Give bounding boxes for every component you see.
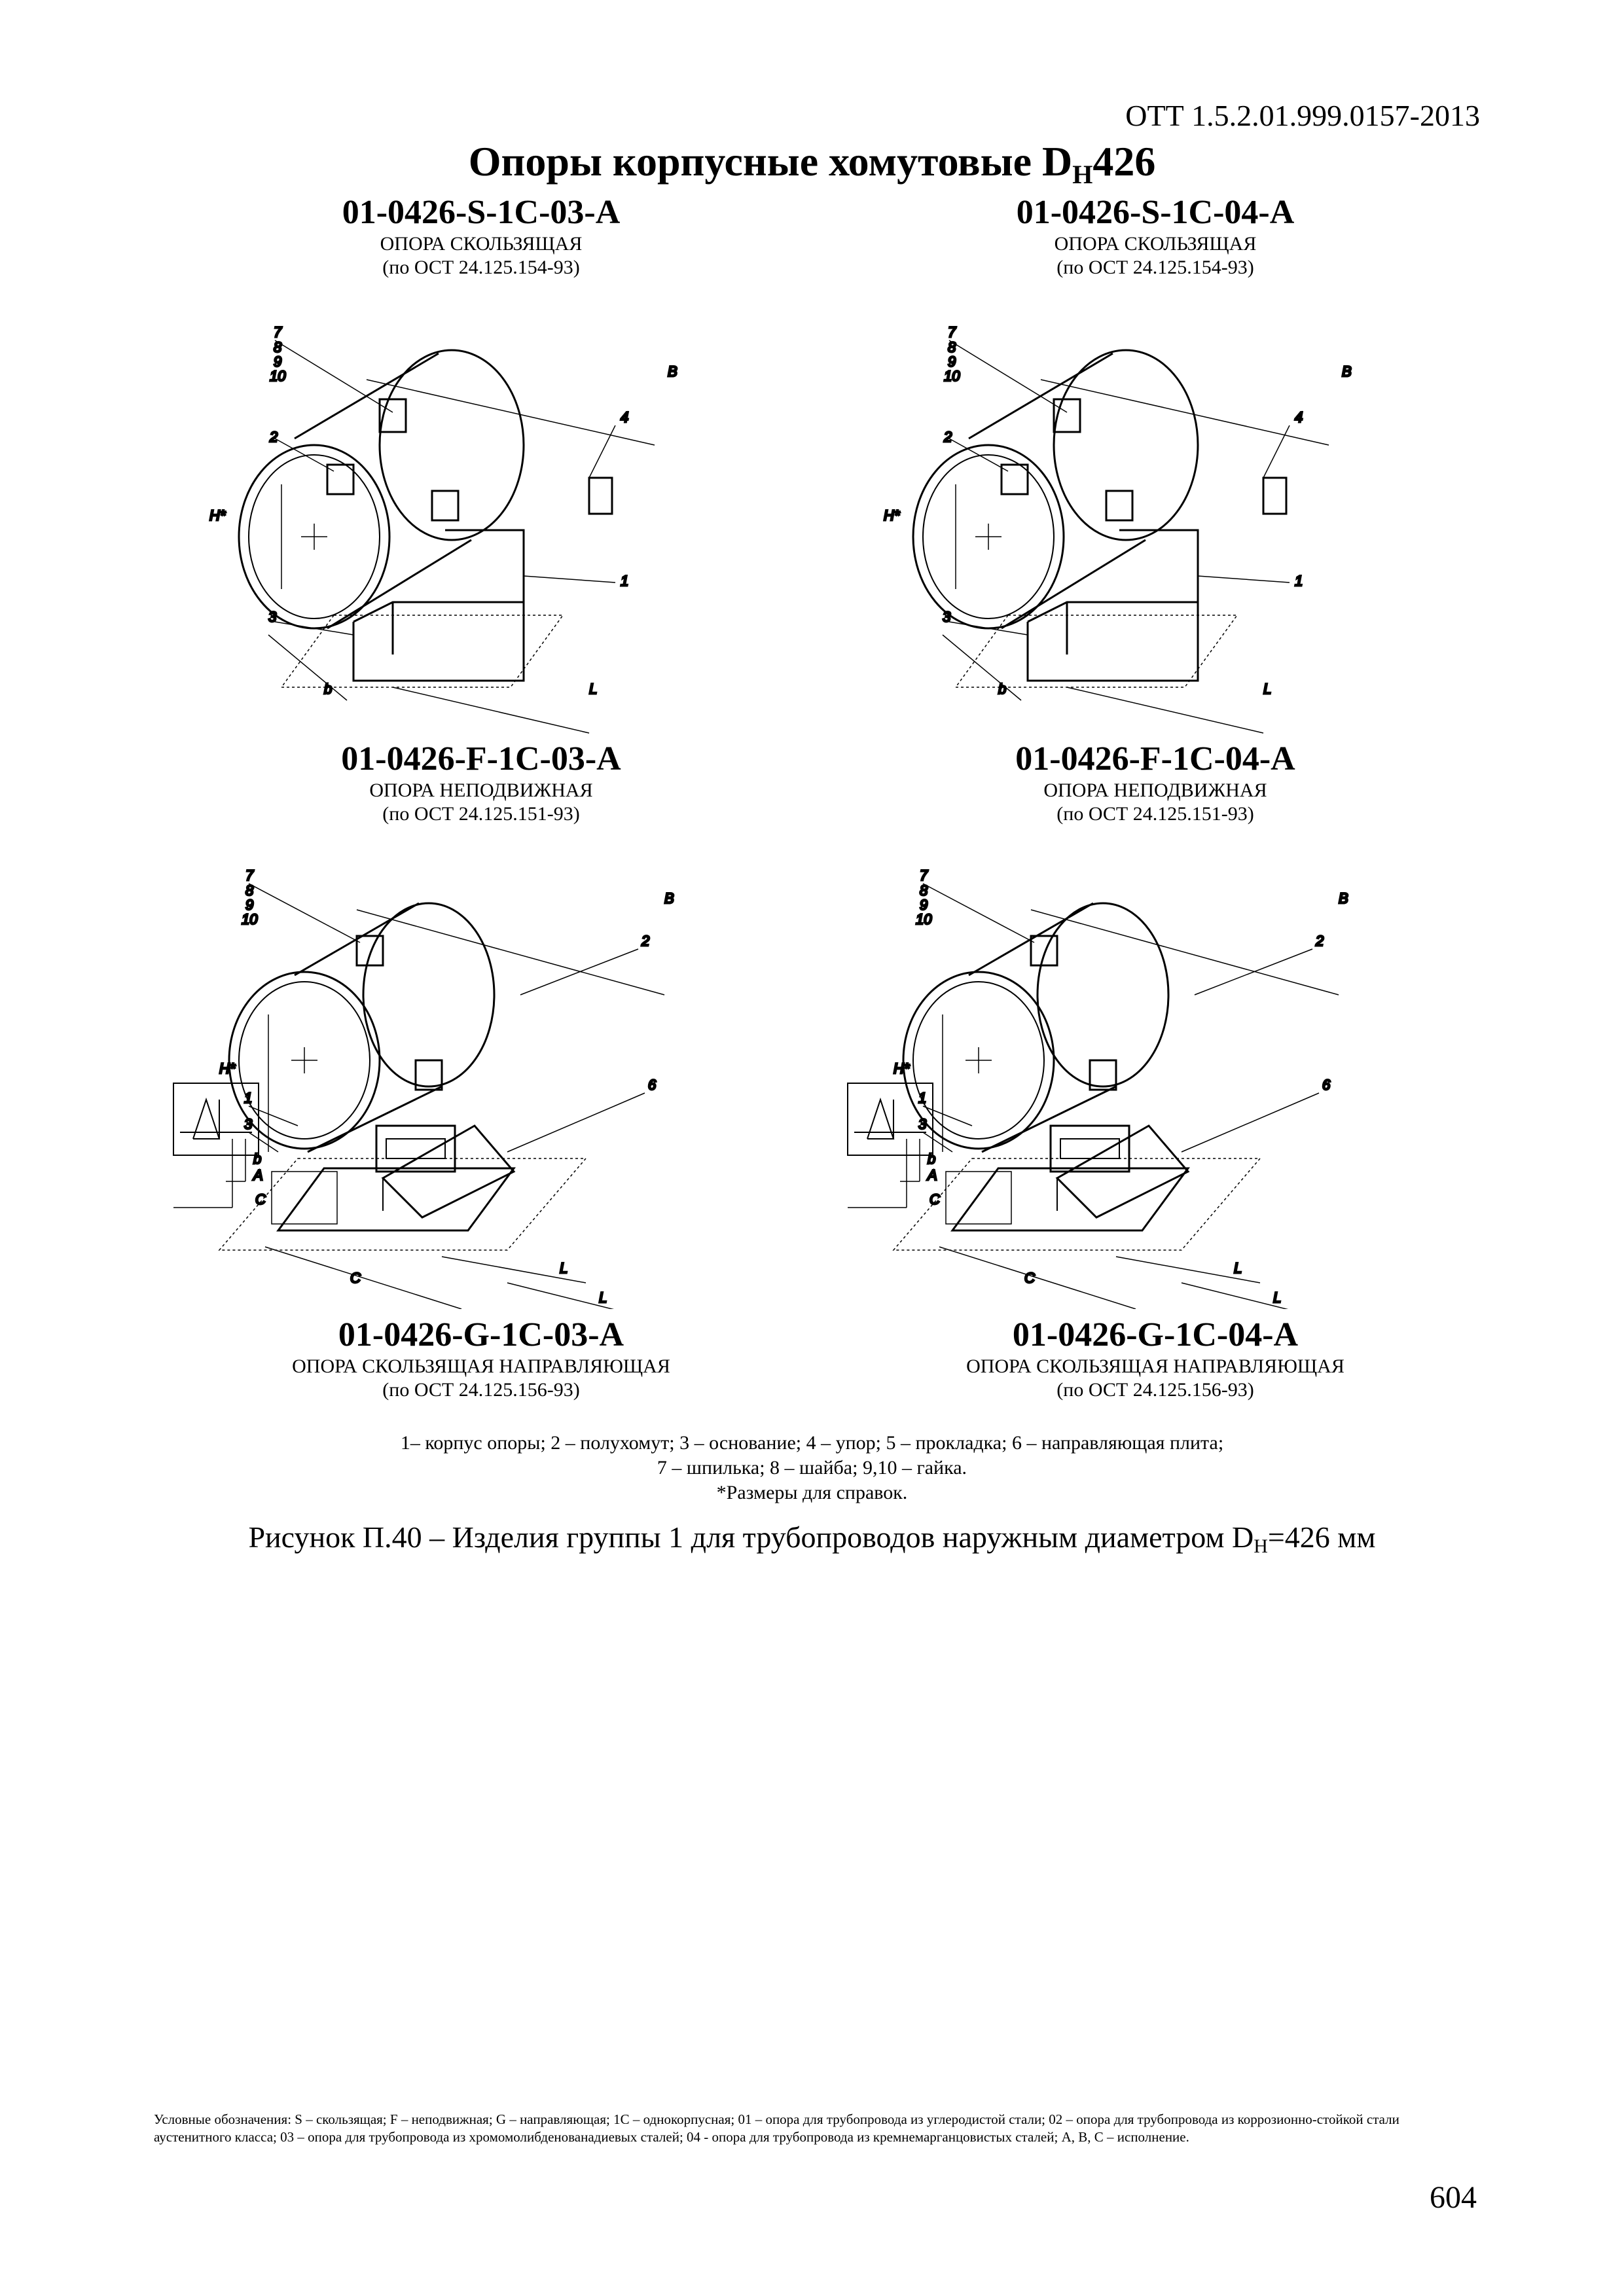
- dimension-B: B: [1339, 890, 1348, 906]
- figure-code: 01-0426-F-1C-03-A: [341, 740, 621, 778]
- figure-caption: Рисунок П.40 – Изделия группы 1 для труб…: [0, 1520, 1624, 1558]
- legend-line-2: 7 – шпилька; 8 – шайба; 9,10 – гайка.: [657, 1457, 967, 1479]
- title-tail: 426: [1092, 138, 1156, 185]
- callout-7: 7: [274, 324, 282, 340]
- legend-line-3: *Размеры для справок.: [716, 1482, 908, 1503]
- callout-2: 2: [641, 933, 649, 949]
- figure-standard: (по ОСТ 24.125.156-93): [1056, 1379, 1254, 1401]
- callout-4: 4: [621, 409, 628, 425]
- figure-type: ОПОРА СКОЛЬЗЯЩАЯ: [380, 233, 583, 255]
- dimension-L-inner: L: [1234, 1260, 1242, 1276]
- figure-code: 01-0426-G-1C-03-A: [338, 1316, 624, 1354]
- figure-heading-s-03: 01-0426-S-1C-03-A ОПОРА СКОЛЬЗЯЩАЯ (по О…: [141, 193, 821, 279]
- dimension-L-inner: L: [560, 1260, 568, 1276]
- figure-standard: (по ОСТ 24.125.156-93): [382, 1379, 580, 1401]
- figure-standard: (по ОСТ 24.125.151-93): [382, 803, 580, 825]
- callout-8: 8: [245, 882, 254, 899]
- drawing-sliding-support-03: 7 8 9 10 2 3 4 1 B H* b L: [209, 323, 678, 734]
- figure-heading-s-04: 01-0426-S-1C-04-A ОПОРА СКОЛЬЗЯЩАЯ (по О…: [815, 193, 1496, 279]
- caption-tail: =426 мм: [1267, 1520, 1376, 1554]
- caption-subscript: Н: [1254, 1535, 1268, 1557]
- figure-standard: (по ОСТ 24.125.151-93): [1056, 803, 1254, 825]
- figure-type: ОПОРА НЕПОДВИЖНАЯ: [369, 780, 593, 801]
- page-title: Опоры корпусные хомутовые DН426: [0, 137, 1624, 190]
- title-main: Опоры корпусные хомутовые D: [468, 138, 1073, 185]
- dimension-C-base: C: [350, 1270, 361, 1286]
- dimension-b: b: [253, 1151, 261, 1167]
- callout-10: 10: [944, 368, 960, 384]
- callout-1: 1: [244, 1090, 252, 1106]
- page-number: 604: [1430, 2180, 1477, 2215]
- callout-3: 3: [268, 609, 277, 625]
- callout-9: 9: [245, 897, 253, 913]
- document-code: ОТТ 1.5.2.01.999.0157-2013: [1125, 99, 1480, 132]
- dimension-A: A: [926, 1167, 937, 1183]
- callout-6: 6: [648, 1077, 657, 1093]
- callout-3: 3: [244, 1116, 253, 1132]
- dimension-H: H*: [893, 1060, 911, 1077]
- dimension-H: H*: [884, 507, 901, 524]
- dimension-L: L: [1263, 681, 1271, 697]
- dimension-C: C: [255, 1191, 266, 1208]
- dimension-b: b: [998, 681, 1006, 697]
- figure-heading-g-03: 01-0426-G-1C-03-A ОПОРА СКОЛЬЗЯЩАЯ НАПРА…: [141, 1316, 821, 1402]
- figure-type: ОПОРА НЕПОДВИЖНАЯ: [1043, 780, 1267, 801]
- figure-code: 01-0426-F-1C-04-A: [1015, 740, 1295, 778]
- callout-4: 4: [1295, 409, 1303, 425]
- callout-9: 9: [948, 353, 956, 370]
- callout-8: 8: [920, 882, 928, 899]
- dimension-b: b: [324, 681, 332, 697]
- callout-2: 2: [269, 429, 278, 445]
- drawing-guided-support-03: 7 8 9 10 2 1 3 6 B H* b A C C L L: [173, 867, 675, 1309]
- figure-heading-f-04: 01-0426-F-1C-04-A ОПОРА НЕПОДВИЖНАЯ (по …: [815, 740, 1496, 826]
- title-subscript: Н: [1072, 160, 1093, 189]
- dimension-H: H*: [219, 1060, 236, 1077]
- parts-legend: 1– корпус опоры; 2 – полухомут; 3 – осно…: [0, 1431, 1624, 1505]
- callout-8: 8: [948, 339, 956, 355]
- drawing-guided-support-04: 7 8 9 10 2 1 3 6 B H* b A C C L L: [847, 867, 1349, 1309]
- callout-7: 7: [948, 324, 956, 340]
- figure-type: ОПОРА СКОЛЬЗЯЩАЯ НАПРАВЛЯЮЩАЯ: [966, 1355, 1344, 1377]
- callout-3: 3: [943, 609, 951, 625]
- figure-type: ОПОРА СКОЛЬЗЯЩАЯ НАПРАВЛЯЮЩАЯ: [292, 1355, 670, 1377]
- figure-code: 01-0426-S-1C-03-A: [342, 194, 621, 231]
- figure-heading-f-03: 01-0426-F-1C-03-A ОПОРА НЕПОДВИЖНАЯ (по …: [141, 740, 821, 826]
- figure-type: ОПОРА СКОЛЬЗЯЩАЯ: [1054, 233, 1257, 255]
- dimension-C-base: C: [1024, 1270, 1035, 1286]
- callout-1: 1: [621, 573, 628, 589]
- callout-10: 10: [916, 911, 932, 927]
- callout-1: 1: [1295, 573, 1303, 589]
- callout-8: 8: [274, 339, 282, 355]
- callout-1: 1: [918, 1090, 926, 1106]
- dimension-H: H*: [209, 507, 226, 524]
- dimension-L: L: [599, 1289, 607, 1306]
- dimension-A: A: [252, 1167, 263, 1183]
- figure-code: 01-0426-G-1C-04-A: [1012, 1316, 1299, 1354]
- callout-9: 9: [274, 353, 281, 370]
- callout-3: 3: [918, 1116, 927, 1132]
- figure-heading-g-04: 01-0426-G-1C-04-A ОПОРА СКОЛЬЗЯЩАЯ НАПРА…: [815, 1316, 1496, 1402]
- callout-10: 10: [242, 911, 258, 927]
- dimension-L: L: [589, 681, 597, 697]
- figure-code: 01-0426-S-1C-04-A: [1016, 194, 1295, 231]
- callout-10: 10: [270, 368, 286, 384]
- dimension-B: B: [664, 890, 674, 906]
- callout-2: 2: [943, 429, 952, 445]
- dimension-C: C: [929, 1191, 940, 1208]
- callout-7: 7: [245, 867, 254, 884]
- dimension-L: L: [1273, 1289, 1281, 1306]
- callout-6: 6: [1322, 1077, 1331, 1093]
- drawing-sliding-support-04: 7 8 9 10 2 3 4 1 B H* b L: [883, 323, 1352, 734]
- footnote-legend: Условные обозначения: S – скользящая; F …: [154, 2111, 1399, 2145]
- caption-text: Рисунок П.40 – Изделия группы 1 для труб…: [248, 1520, 1254, 1554]
- dimension-B: B: [668, 363, 677, 380]
- dimension-B: B: [1342, 363, 1352, 380]
- figure-standard: (по ОСТ 24.125.154-93): [1056, 257, 1254, 278]
- figure-standard: (по ОСТ 24.125.154-93): [382, 257, 580, 278]
- callout-2: 2: [1315, 933, 1324, 949]
- callout-9: 9: [920, 897, 928, 913]
- legend-line-1: 1– корпус опоры; 2 – полухомут; 3 – осно…: [400, 1432, 1224, 1454]
- callout-7: 7: [920, 867, 928, 884]
- dimension-b: b: [928, 1151, 935, 1167]
